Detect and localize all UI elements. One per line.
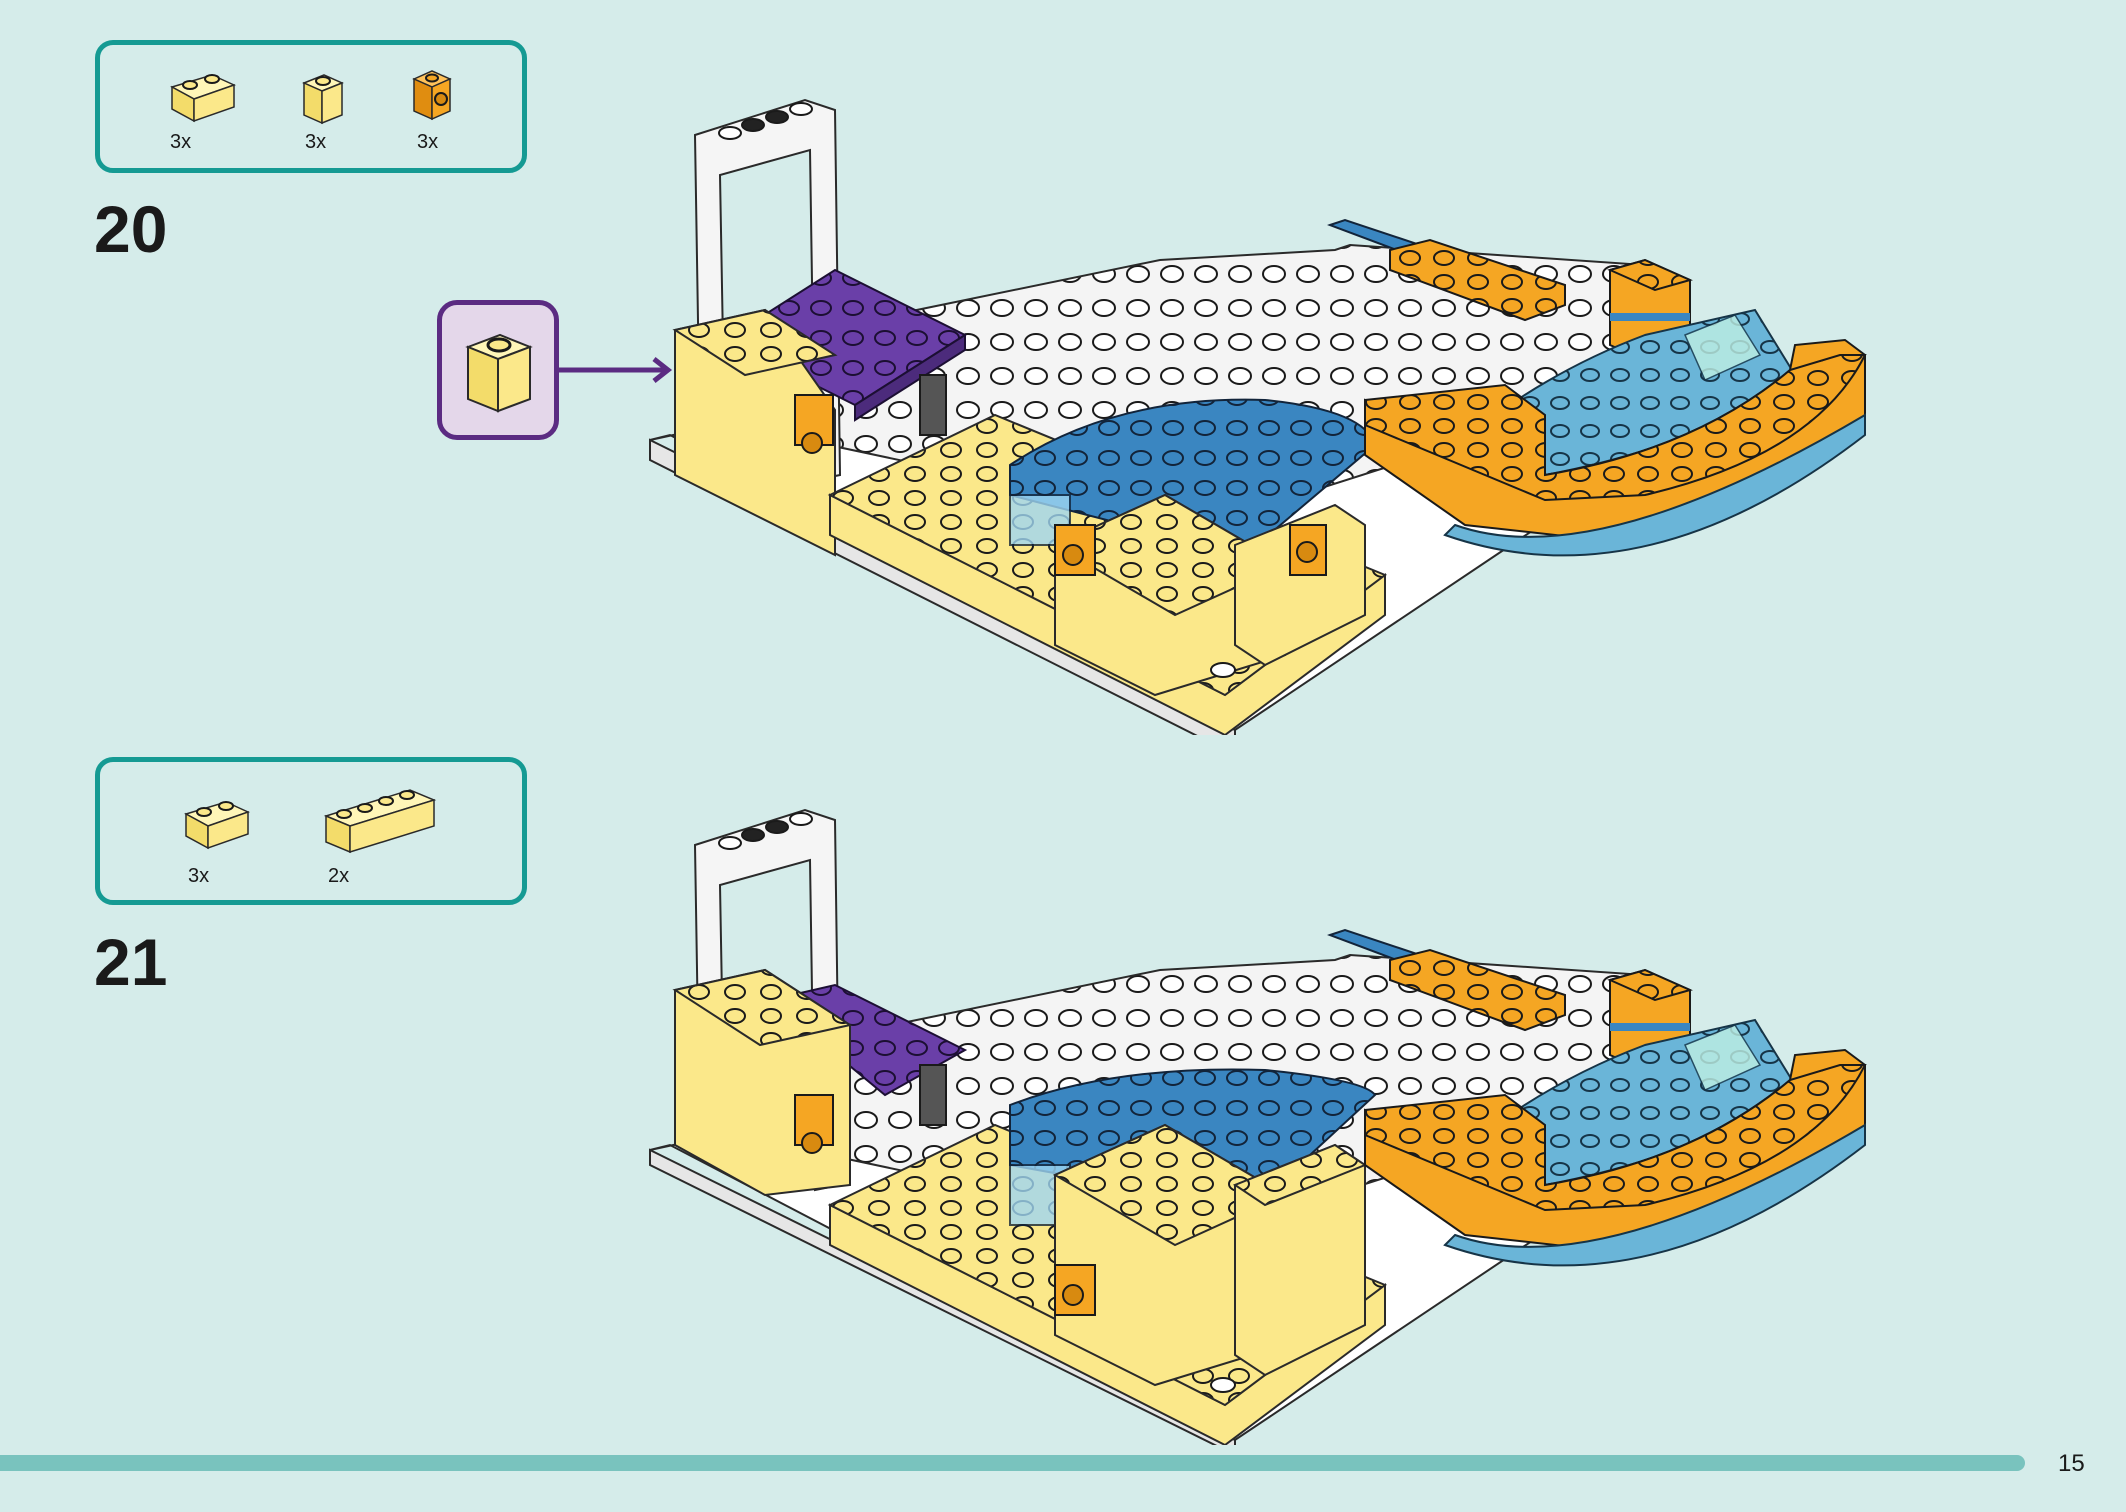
step-20-callout xyxy=(437,300,559,440)
part-quantity: 3x xyxy=(417,131,439,153)
step-21-model xyxy=(645,765,1875,1457)
orange-bracket-icon xyxy=(410,63,456,125)
step-number: 21 xyxy=(94,925,168,999)
step-number: 20 xyxy=(94,192,168,266)
part-quantity: 3x xyxy=(188,865,210,887)
yellow-brick-1x2-icon xyxy=(168,65,238,123)
yellow-brick-1x2-icon xyxy=(182,792,252,850)
part-quantity: 2x xyxy=(328,865,350,887)
part-quantity: 3x xyxy=(305,131,327,153)
yellow-brick-1x1-icon xyxy=(464,323,534,415)
yellow-brick-1x1-icon xyxy=(300,65,346,127)
page-progress-bar xyxy=(0,1455,2025,1471)
page-number: 15 xyxy=(2058,1450,2085,1477)
step-20-parts-box: 3x 3x 3x xyxy=(95,40,527,173)
step-20-model xyxy=(645,55,1875,757)
part-quantity: 3x xyxy=(170,131,192,153)
step-21-parts-box: 3x 2x xyxy=(95,757,527,905)
yellow-brick-1x4-icon xyxy=(322,782,440,860)
callout-arrow xyxy=(558,357,673,383)
